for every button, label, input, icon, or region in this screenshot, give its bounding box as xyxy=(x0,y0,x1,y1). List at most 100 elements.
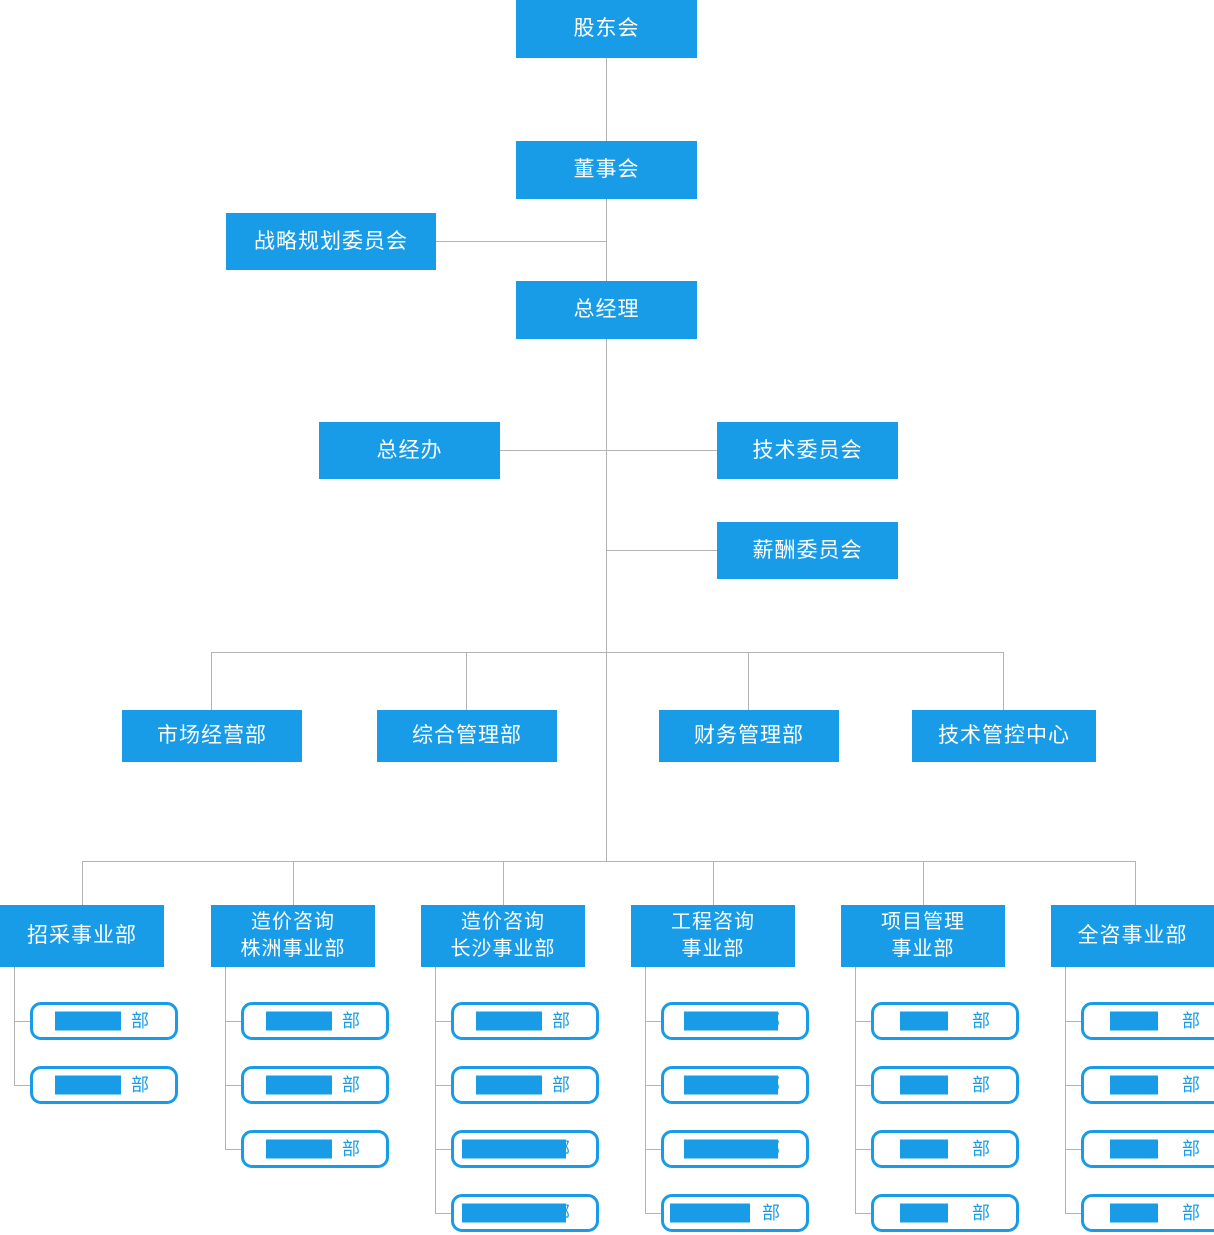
connector-department-drop-1 xyxy=(211,652,212,710)
node-strategy-committee[interactable]: 战略规划委员会 xyxy=(226,213,436,270)
subdepartment-label: 全 部 xyxy=(1110,1203,1200,1223)
connector-stub-cost-zhuzhou-3 xyxy=(225,1149,241,1150)
node-business-unit-eng-consult[interactable]: 工程咨询 事业部 xyxy=(631,905,795,967)
connector-gmoffice-techcommittee xyxy=(499,450,718,451)
connector-bu-drop-3 xyxy=(503,861,504,905)
node-board[interactable]: 董事会 xyxy=(516,141,697,199)
node-subdepartment-project-mgmt-4[interactable]: 项 部 xyxy=(871,1194,1019,1232)
subdepartment-label: 工 部 xyxy=(690,1075,780,1095)
connector-bu-drop-4 xyxy=(713,861,714,905)
node-subdepartment-bidding-1[interactable]: 招 部 xyxy=(30,1002,178,1040)
subdepartment-label: 造 部 xyxy=(480,1139,570,1159)
node-business-unit-project-mgmt[interactable]: 项目管理 事业部 xyxy=(841,905,1005,967)
node-compensation-committee[interactable]: 薪酬委员会 xyxy=(717,522,898,579)
connector-trunk-to-bu xyxy=(606,652,607,861)
connector-spine-eng-consult xyxy=(645,967,646,1213)
node-department-finance[interactable]: 财务管理部 xyxy=(659,710,839,762)
connector-stub-project-mgmt-4 xyxy=(855,1213,871,1214)
node-subdepartment-full-consult-2[interactable]: 全 部 xyxy=(1081,1066,1214,1104)
connector-bu-drop-6 xyxy=(1135,861,1136,905)
node-subdepartment-cost-changsha-4[interactable]: 造 部 xyxy=(451,1194,599,1232)
connector-stub-full-consult-1 xyxy=(1065,1021,1081,1022)
connector-spine-project-mgmt xyxy=(855,967,856,1213)
subdepartment-label: 项 部 xyxy=(900,1203,990,1223)
node-subdepartment-eng-consult-2[interactable]: 工 部 xyxy=(661,1066,809,1104)
node-subdepartment-full-consult-4[interactable]: 全 部 xyxy=(1081,1194,1214,1232)
node-department-techctrl[interactable]: 技术管控中心 xyxy=(912,710,1096,762)
node-subdepartment-eng-consult-4[interactable]: 工 部 xyxy=(661,1194,809,1232)
connector-bu-drop-1 xyxy=(82,861,83,905)
connector-department-drop-2 xyxy=(466,652,467,710)
connector-stub-bidding-1 xyxy=(14,1021,30,1022)
node-subdepartment-eng-consult-3[interactable]: 工 部 xyxy=(661,1130,809,1168)
node-subdepartment-cost-changsha-3[interactable]: 造 部 xyxy=(451,1130,599,1168)
node-gm-office[interactable]: 总经办 xyxy=(319,422,500,479)
connector-stub-cost-changsha-1 xyxy=(435,1021,451,1022)
connector-bu-drop-2 xyxy=(293,861,294,905)
node-subdepartment-cost-zhuzhou-3[interactable]: 造 部 xyxy=(241,1130,389,1168)
connector-comp-committee xyxy=(606,550,718,551)
connector-stub-eng-consult-1 xyxy=(645,1021,661,1022)
connector-stub-project-mgmt-3 xyxy=(855,1149,871,1150)
subdepartment-label: 工 部 xyxy=(690,1139,780,1159)
connector-shareholders-board xyxy=(606,58,607,142)
subdepartment-label: 造 部 xyxy=(270,1075,360,1095)
subdepartment-label: 项 部 xyxy=(900,1011,990,1031)
subdepartment-label: 造 部 xyxy=(270,1139,360,1159)
connector-stub-cost-changsha-4 xyxy=(435,1213,451,1214)
connector-stub-full-consult-3 xyxy=(1065,1149,1081,1150)
connector-bu-bus xyxy=(82,861,1136,862)
node-department-market[interactable]: 市场经营部 xyxy=(122,710,302,762)
connector-department-bus xyxy=(211,652,1004,653)
connector-stub-cost-changsha-3 xyxy=(435,1149,451,1150)
subdepartment-label: 招 部 xyxy=(59,1075,149,1095)
subdepartment-label: 造 部 xyxy=(480,1203,570,1223)
connector-stub-bidding-2 xyxy=(14,1085,30,1086)
connector-stub-full-consult-4 xyxy=(1065,1213,1081,1214)
connector-stub-full-consult-2 xyxy=(1065,1085,1081,1086)
subdepartment-label: 全 部 xyxy=(1110,1139,1200,1159)
connector-spine-full-consult xyxy=(1065,967,1066,1213)
connector-stub-project-mgmt-1 xyxy=(855,1021,871,1022)
node-subdepartment-full-consult-1[interactable]: 全 部 xyxy=(1081,1002,1214,1040)
node-shareholders[interactable]: 股东会 xyxy=(516,0,697,58)
subdepartment-label: 全 部 xyxy=(1110,1075,1200,1095)
connector-spine-cost-zhuzhou xyxy=(225,967,226,1149)
node-business-unit-cost-changsha[interactable]: 造价咨询 长沙事业部 xyxy=(421,905,585,967)
node-subdepartment-cost-zhuzhou-1[interactable]: 造 部 xyxy=(241,1002,389,1040)
connector-stub-eng-consult-3 xyxy=(645,1149,661,1150)
node-business-unit-full-consult[interactable]: 全咨事业部 xyxy=(1051,905,1214,967)
node-tech-committee[interactable]: 技术委员会 xyxy=(717,422,898,479)
connector-stub-cost-zhuzhou-1 xyxy=(225,1021,241,1022)
subdepartment-label: 项 部 xyxy=(900,1075,990,1095)
subdepartment-label: 造 部 xyxy=(270,1011,360,1031)
connector-board-gm xyxy=(606,198,607,282)
node-business-unit-bidding[interactable]: 招采事业部 xyxy=(0,905,164,967)
node-subdepartment-full-consult-3[interactable]: 全 部 xyxy=(1081,1130,1214,1168)
subdepartment-label: 工 部 xyxy=(690,1203,780,1223)
connector-stub-project-mgmt-2 xyxy=(855,1085,871,1086)
node-department-admin[interactable]: 综合管理部 xyxy=(377,710,557,762)
subdepartment-label: 全 部 xyxy=(1110,1011,1200,1031)
node-subdepartment-project-mgmt-2[interactable]: 项 部 xyxy=(871,1066,1019,1104)
node-subdepartment-cost-changsha-1[interactable]: 造 部 xyxy=(451,1002,599,1040)
node-subdepartment-eng-consult-1[interactable]: 工 部 xyxy=(661,1002,809,1040)
connector-gm-trunk xyxy=(606,338,607,652)
node-subdepartment-project-mgmt-1[interactable]: 项 部 xyxy=(871,1002,1019,1040)
connector-department-drop-4 xyxy=(1003,652,1004,710)
subdepartment-label: 招 部 xyxy=(59,1011,149,1031)
node-subdepartment-bidding-2[interactable]: 招 部 xyxy=(30,1066,178,1104)
connector-bu-drop-5 xyxy=(923,861,924,905)
connector-stub-eng-consult-4 xyxy=(645,1213,661,1214)
node-subdepartment-cost-zhuzhou-2[interactable]: 造 部 xyxy=(241,1066,389,1104)
subdepartment-label: 造 部 xyxy=(480,1011,570,1031)
node-business-unit-cost-zhuzhou[interactable]: 造价咨询 株洲事业部 xyxy=(211,905,375,967)
connector-department-drop-3 xyxy=(748,652,749,710)
connector-stub-cost-zhuzhou-2 xyxy=(225,1085,241,1086)
node-subdepartment-project-mgmt-3[interactable]: 项 部 xyxy=(871,1130,1019,1168)
node-general-manager[interactable]: 总经理 xyxy=(516,281,697,339)
subdepartment-label: 工 部 xyxy=(690,1011,780,1031)
connector-stub-cost-changsha-2 xyxy=(435,1085,451,1086)
node-subdepartment-cost-changsha-2[interactable]: 造 部 xyxy=(451,1066,599,1104)
